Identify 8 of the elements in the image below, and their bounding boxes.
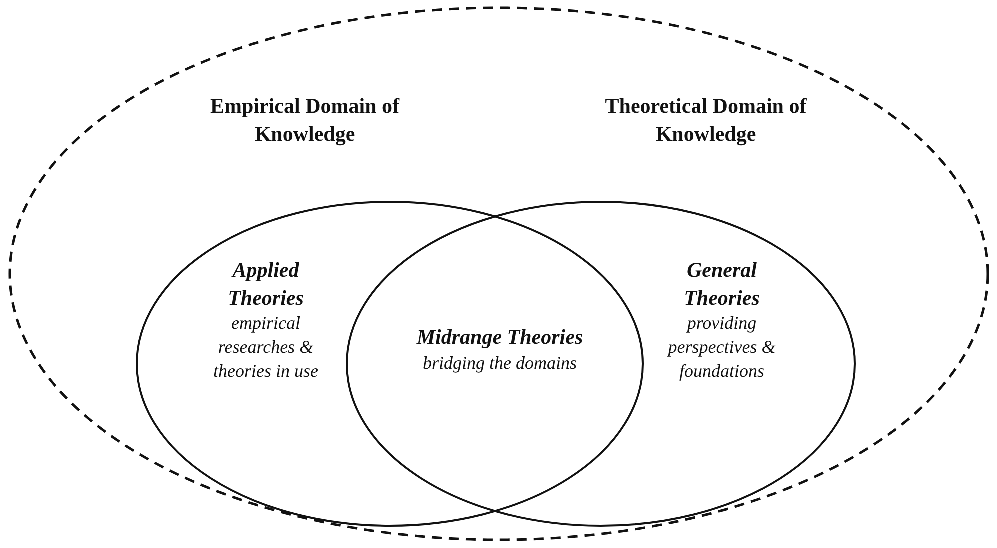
theory-description: providing perspectives & foundations	[666, 312, 777, 383]
theory-heading: General Theories	[683, 257, 761, 312]
domain-heading: Empirical Domain of Knowledge	[210, 93, 401, 148]
theory-heading: Applied Theories	[227, 257, 305, 312]
overlap-description: bridging the domains	[422, 352, 578, 375]
overlap-heading: Midrange Theories	[416, 324, 584, 351]
domain-heading: Theoretical Domain of Knowledge	[604, 93, 808, 148]
theory-description: empirical researches & theories in use	[212, 312, 320, 383]
